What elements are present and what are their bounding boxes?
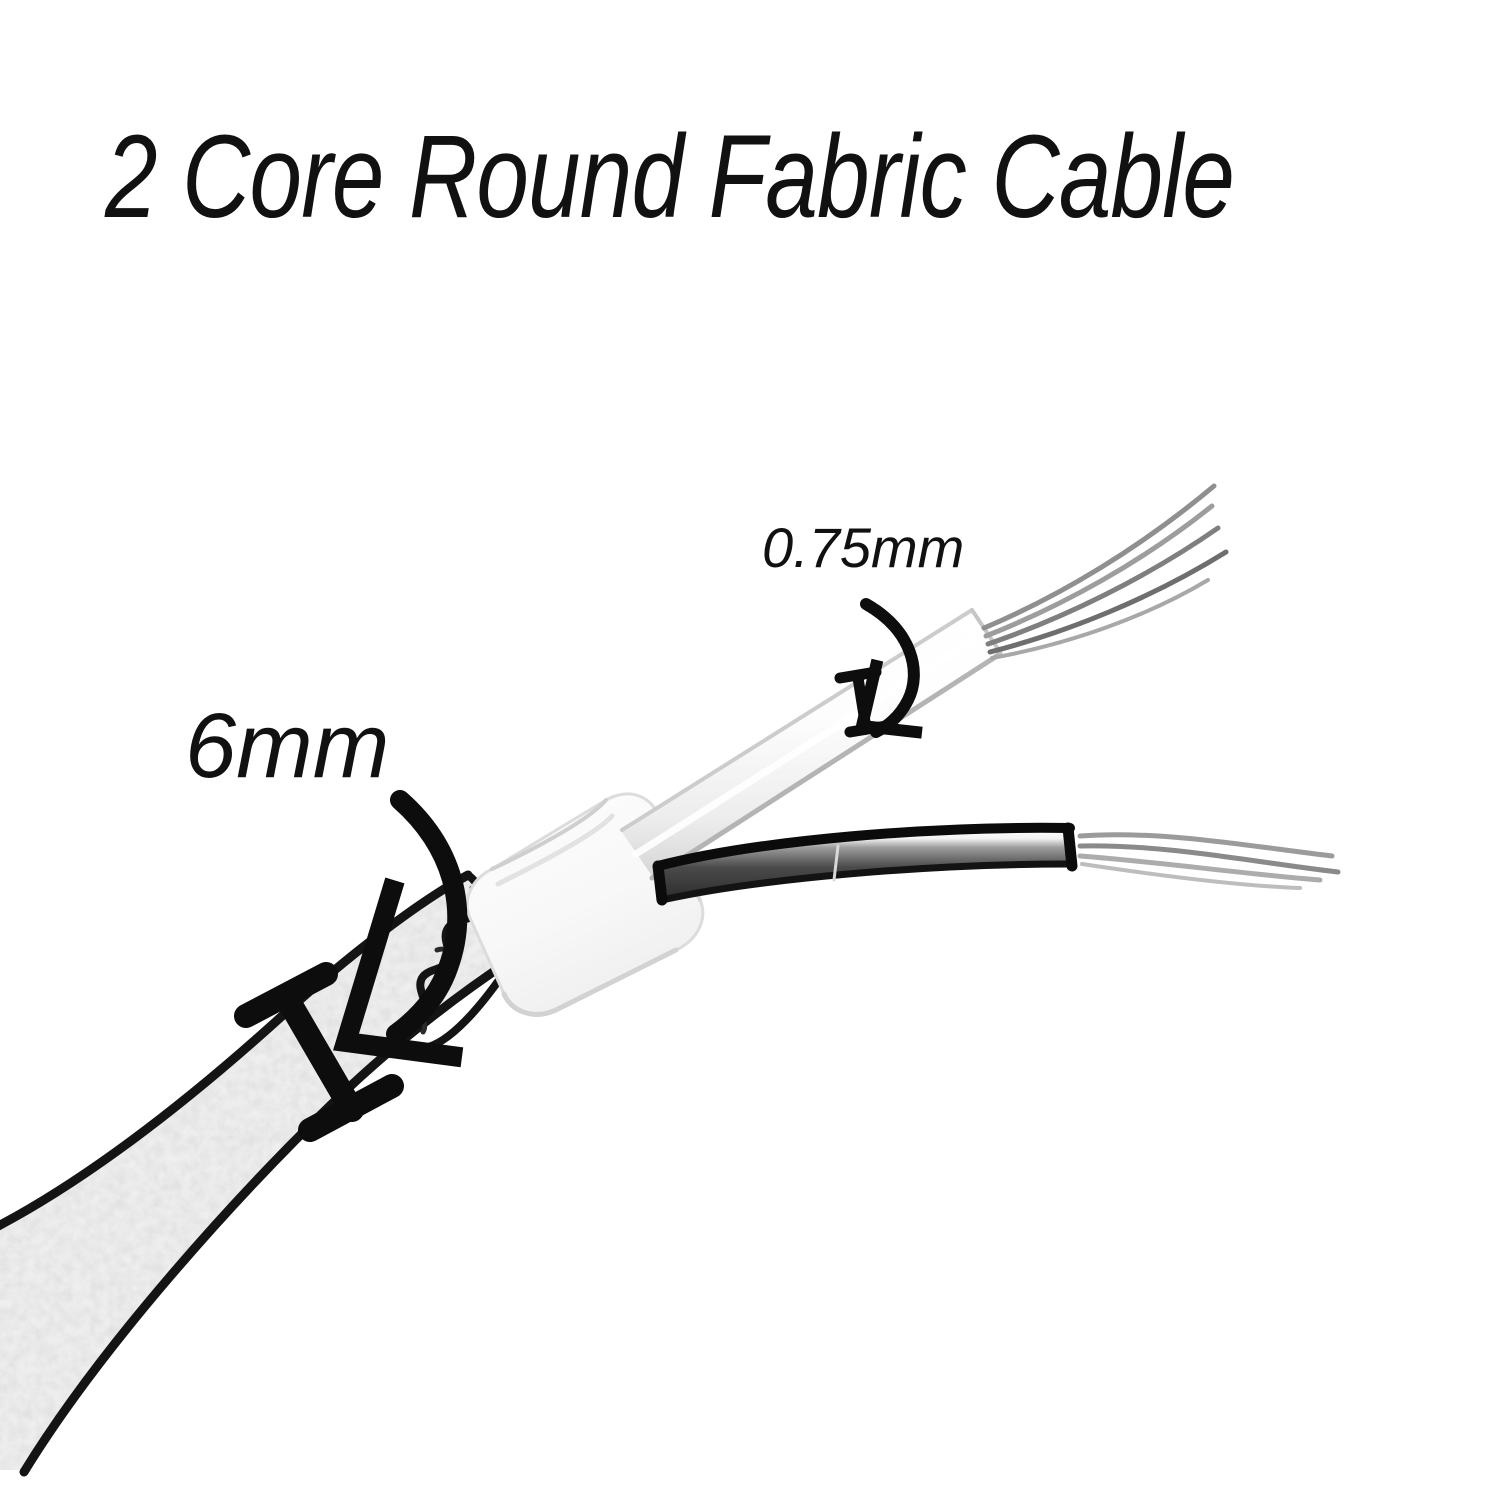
core-white-bottom-edge: [649, 651, 1003, 881]
dimension-6mm-cap-bottom: [298, 1074, 404, 1142]
braid-edge-top: [0, 870, 473, 1231]
inner-sheath-cut-face-2: [495, 813, 615, 887]
braid-edge-bottom: [19, 953, 519, 1477]
dimension-label-075mm: 0.75mm: [762, 516, 965, 579]
page-title: 2 Core Round Fabric Cable: [105, 111, 1235, 243]
core-black: [652, 822, 1341, 906]
callout-arrow-6mm-shaft: [386, 790, 468, 1044]
core-white-top-edge: [620, 608, 974, 832]
callout-arrow-075mm-head: [854, 658, 923, 739]
callout-arrow-6mm-head: [333, 877, 464, 1068]
core-white-highlight: [632, 628, 990, 858]
strands-white-core: [981, 483, 1229, 660]
inner-sheath-shadow-edge: [501, 947, 679, 1017]
dimension-label-6mm: 6mm: [185, 695, 390, 797]
dimension-marker-6mm: [234, 962, 404, 1142]
core-black-strip-end: [1062, 822, 1078, 872]
inner-sheath-cut-face: [490, 798, 608, 871]
callout-arrow-075mm: [854, 598, 923, 739]
callout-arrow-6mm: [333, 790, 468, 1068]
core-black-left-end: [652, 860, 668, 906]
dimension-6mm-bar: [276, 988, 364, 1122]
core-black-bottom-edge: [658, 860, 1074, 904]
core-black-seam: [832, 844, 840, 882]
dimension-6mm-cap-top: [234, 962, 338, 1028]
core-white-strip-end: [970, 608, 1002, 654]
core-black-top-edge: [653, 822, 1075, 871]
outer-braid-sheath: [0, 870, 519, 1477]
strands-black-core: [1077, 832, 1341, 890]
